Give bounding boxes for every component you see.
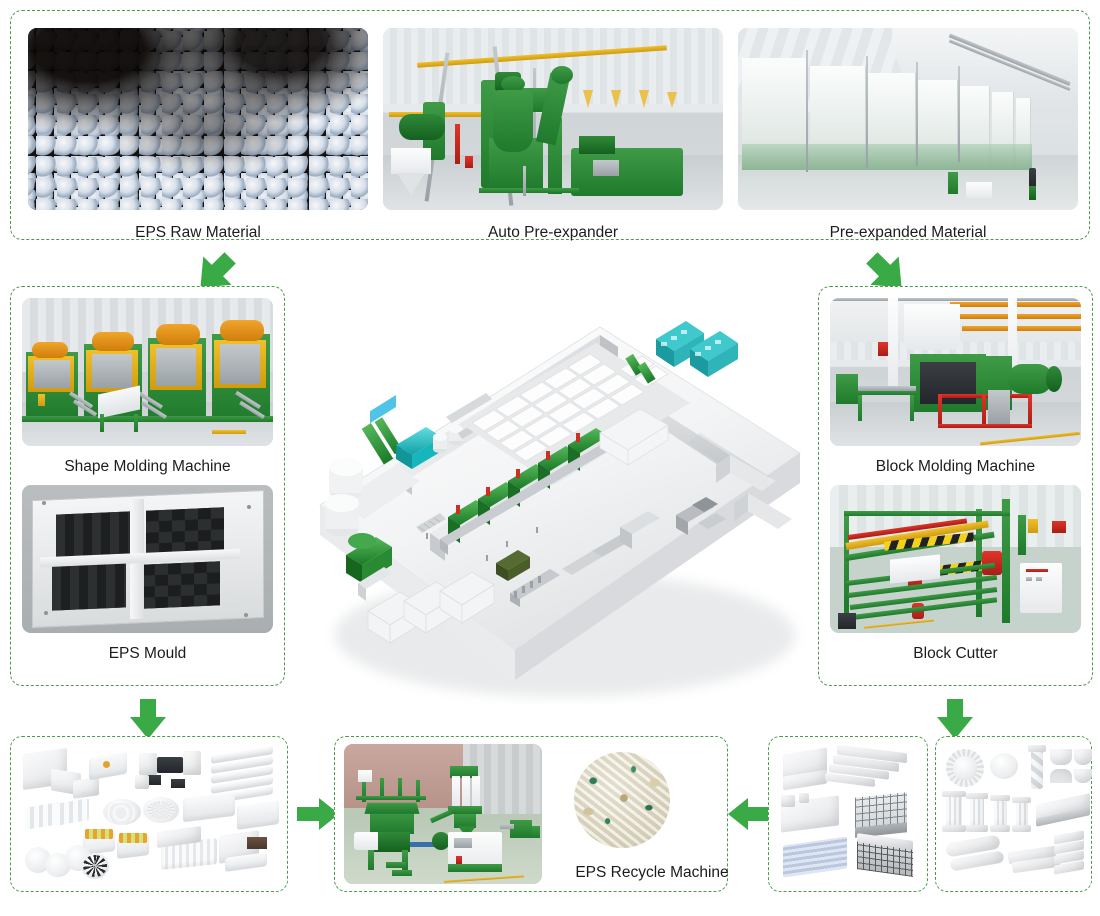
eps-recycle-machine-caption: EPS Recycle Machine bbox=[575, 864, 729, 881]
recycle-unit-3d bbox=[346, 533, 392, 601]
tile-pre-expanded-material[interactable]: Pre-expanded Material bbox=[738, 28, 1078, 243]
tile-eps-raw-material[interactable]: EPS Raw Material bbox=[28, 28, 368, 243]
tile-caption: Pre-expanded Material bbox=[829, 224, 987, 241]
tile-eps-mould[interactable]: EPS Mould bbox=[22, 485, 273, 664]
tile-caption: Block Cutter bbox=[913, 645, 998, 662]
block-storage bbox=[367, 571, 495, 644]
curing-block-array bbox=[460, 343, 690, 485]
cutting-line-3d bbox=[496, 511, 660, 607]
silo-group bbox=[325, 458, 363, 536]
eps-mould-image bbox=[22, 485, 273, 633]
eps-raw-material-image bbox=[28, 28, 368, 210]
block-cutter-image bbox=[830, 485, 1081, 633]
block-molding-machine-image bbox=[830, 298, 1081, 446]
tile-caption: Block Molding Machine bbox=[875, 458, 1036, 475]
arrow-top-to-left bbox=[190, 248, 242, 296]
arrow-top-to-right bbox=[860, 248, 912, 296]
block-products-decoration-collage bbox=[936, 737, 1092, 891]
recycled-pellets-image bbox=[574, 752, 670, 848]
tile-caption: Auto Pre-expander bbox=[487, 224, 619, 241]
arrow-left-to-products bbox=[128, 698, 168, 740]
pre-expanded-material-image bbox=[738, 28, 1078, 210]
arrow-blockproducts-to-recycle bbox=[727, 796, 771, 832]
pre-expander-unit bbox=[361, 395, 403, 465]
small-tank-row bbox=[433, 425, 463, 453]
shape-molding-machine-image bbox=[22, 298, 273, 446]
tile-auto-pre-expander[interactable]: Auto Pre-expander bbox=[383, 28, 723, 243]
bottom-right-decoration-container[interactable] bbox=[935, 736, 1092, 892]
arrow-right-to-blockproducts bbox=[935, 698, 975, 740]
shape-molding-row bbox=[440, 428, 608, 555]
tile-caption: EPS Mould bbox=[108, 645, 187, 662]
arrow-products-to-recycle bbox=[296, 796, 340, 832]
block-products-construction-collage bbox=[769, 737, 927, 891]
bottom-right-construction-container[interactable] bbox=[768, 736, 928, 892]
tile-block-cutter[interactable]: Block Cutter bbox=[830, 485, 1081, 664]
bottom-left-group-container[interactable] bbox=[10, 736, 288, 892]
factory-3d-illustration bbox=[319, 321, 801, 697]
right-machinery-3d bbox=[676, 497, 726, 535]
tile-shape-molding-machine[interactable]: Shape Molding Machine bbox=[22, 298, 273, 477]
tile-caption: Shape Molding Machine bbox=[64, 458, 231, 475]
eps-recycle-machine-image bbox=[344, 744, 542, 884]
teal-module-stack bbox=[656, 321, 738, 377]
shape-molding-products-collage bbox=[11, 737, 287, 891]
auto-pre-expander-image bbox=[383, 28, 723, 210]
tile-block-molding-machine[interactable]: Block Molding Machine bbox=[830, 298, 1081, 477]
tile-caption: EPS Raw Material bbox=[135, 224, 261, 241]
factory-layout-3d bbox=[300, 305, 820, 705]
